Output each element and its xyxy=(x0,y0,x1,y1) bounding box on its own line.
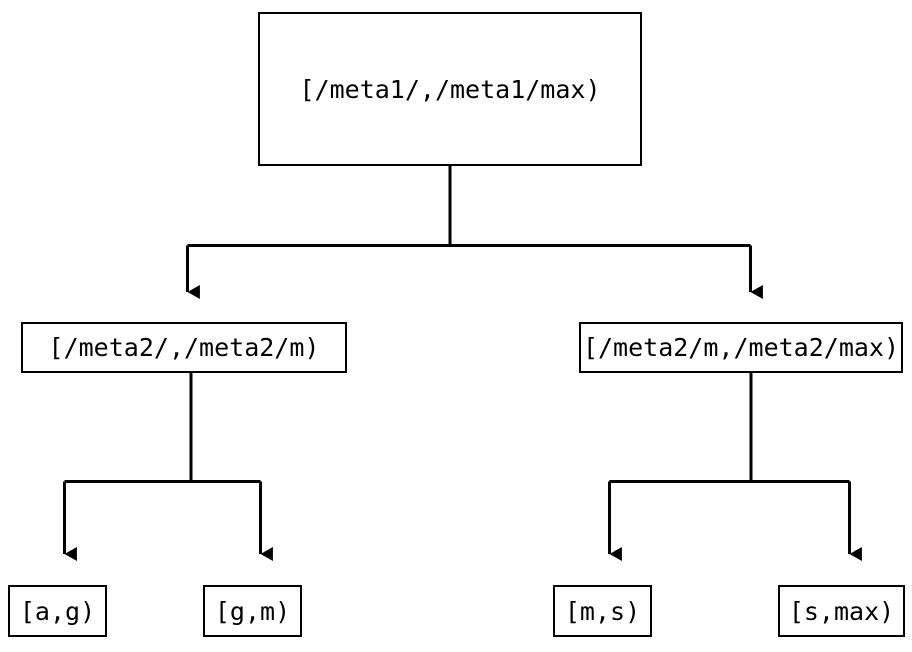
tree-node-leaf-g-m[interactable]: [g,m) xyxy=(203,585,302,637)
tree-node-leaf-m-s[interactable]: [m,s) xyxy=(553,585,652,637)
tree-node-mid-right-label: [/meta2/m,/meta2/max) xyxy=(582,333,900,362)
tree-node-mid-right[interactable]: [/meta2/m,/meta2/max) xyxy=(579,322,903,373)
tree-node-mid-left[interactable]: [/meta2/,/meta2/m) xyxy=(21,322,347,373)
tree-node-mid-left-label: [/meta2/,/meta2/m) xyxy=(48,333,320,362)
tree-node-leaf-g-m-label: [g,m) xyxy=(214,596,291,626)
tree-node-leaf-a-g-label: [a,g) xyxy=(19,596,96,626)
tree-node-root[interactable]: [/meta1/,/meta1/max) xyxy=(258,12,642,166)
tree-node-root-label: [/meta1/,/meta1/max) xyxy=(299,74,601,104)
tree-node-leaf-a-g[interactable]: [a,g) xyxy=(8,585,107,637)
tree-node-leaf-s-max[interactable]: [s,max) xyxy=(778,585,905,637)
tree-node-leaf-s-max-label: [s,max) xyxy=(788,596,895,626)
tree-node-leaf-m-s-label: [m,s) xyxy=(564,596,641,626)
